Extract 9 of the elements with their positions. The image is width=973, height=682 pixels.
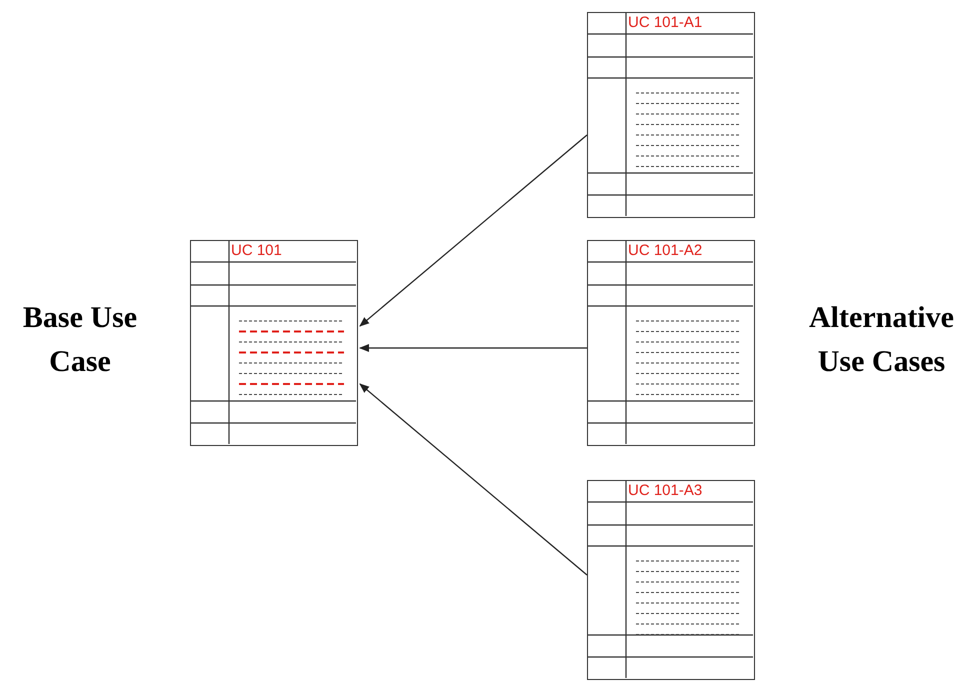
table-title: UC 101-A3 xyxy=(628,482,702,500)
side-label: Base Use Case xyxy=(22,300,138,380)
arrow xyxy=(359,344,587,352)
table-title: UC 101-A1 xyxy=(628,14,702,32)
side-label: Alternative Use Cases xyxy=(808,300,955,380)
arrow xyxy=(359,134,588,327)
table-title: UC 101-A2 xyxy=(628,242,702,260)
table-title: UC 101 xyxy=(231,242,282,260)
arrow xyxy=(359,383,588,576)
